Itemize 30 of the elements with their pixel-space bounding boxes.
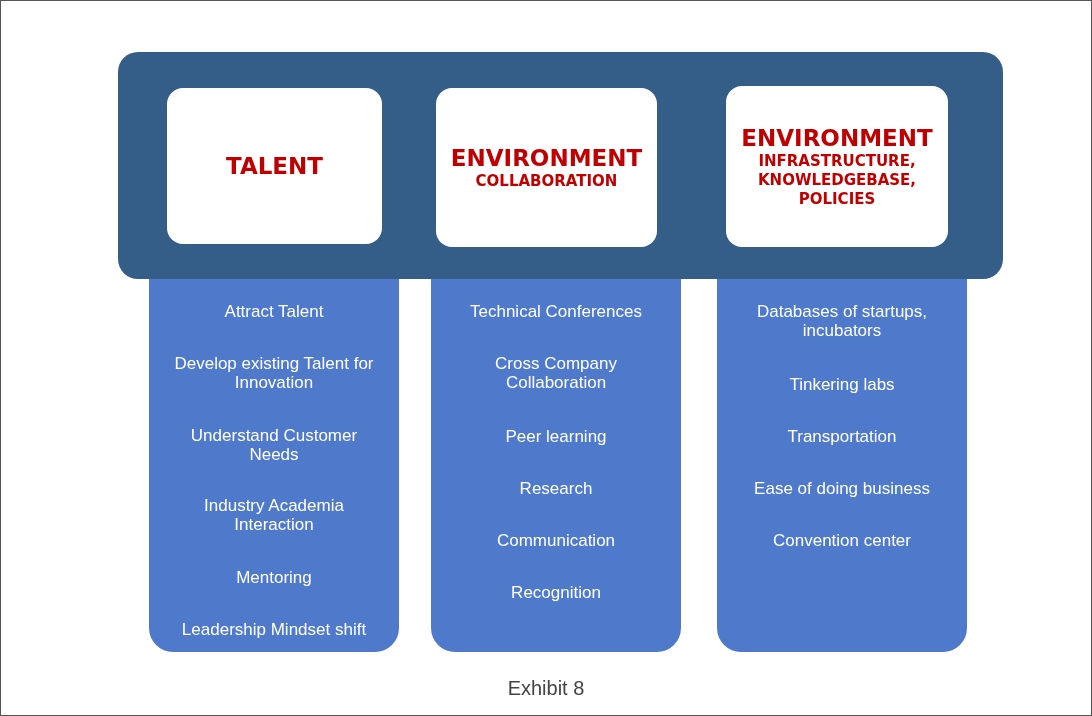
list-item: Recognition [510, 582, 602, 602]
list-item: Attract Talent [223, 301, 325, 321]
list-item: Leadership Mindset shift [180, 619, 368, 639]
list-item: Develop existing Talent for Innovation [174, 354, 374, 392]
list-item: Mentoring [235, 567, 313, 587]
category-card [167, 88, 382, 244]
column-panel [431, 279, 681, 652]
card-subheading: COLLABORATION [474, 172, 619, 191]
caption: Exhibit 8 [506, 677, 586, 700]
card-heading: ENVIRONMENT [450, 144, 643, 172]
list-item: Industry Academia Interaction [203, 496, 345, 534]
column-panel [149, 279, 399, 652]
category-card [726, 86, 948, 247]
list-item: Tinkering labs [788, 374, 896, 394]
list-item: Cross Company Collaboration [494, 354, 618, 392]
list-item: Transportation [786, 426, 898, 446]
list-item: Peer learning [504, 426, 608, 446]
category-card [436, 88, 657, 247]
list-item: Understand Customer Needs [189, 426, 359, 464]
list-item: Ease of doing business [753, 478, 931, 498]
header-band [118, 52, 1003, 279]
column-panel [717, 279, 967, 652]
list-item: Research [518, 478, 594, 498]
list-item: Communication [495, 530, 617, 550]
card-heading: TALENT [226, 152, 323, 180]
list-item: Convention center [772, 530, 912, 550]
list-item: Databases of startups, incubators [755, 302, 929, 340]
list-item: Technical Conferences [469, 301, 643, 321]
card-heading: ENVIRONMENT [741, 124, 933, 152]
card-subheading: INFRASTRUCTURE, KNOWLEDGEBASE, POLICIES [756, 152, 918, 209]
